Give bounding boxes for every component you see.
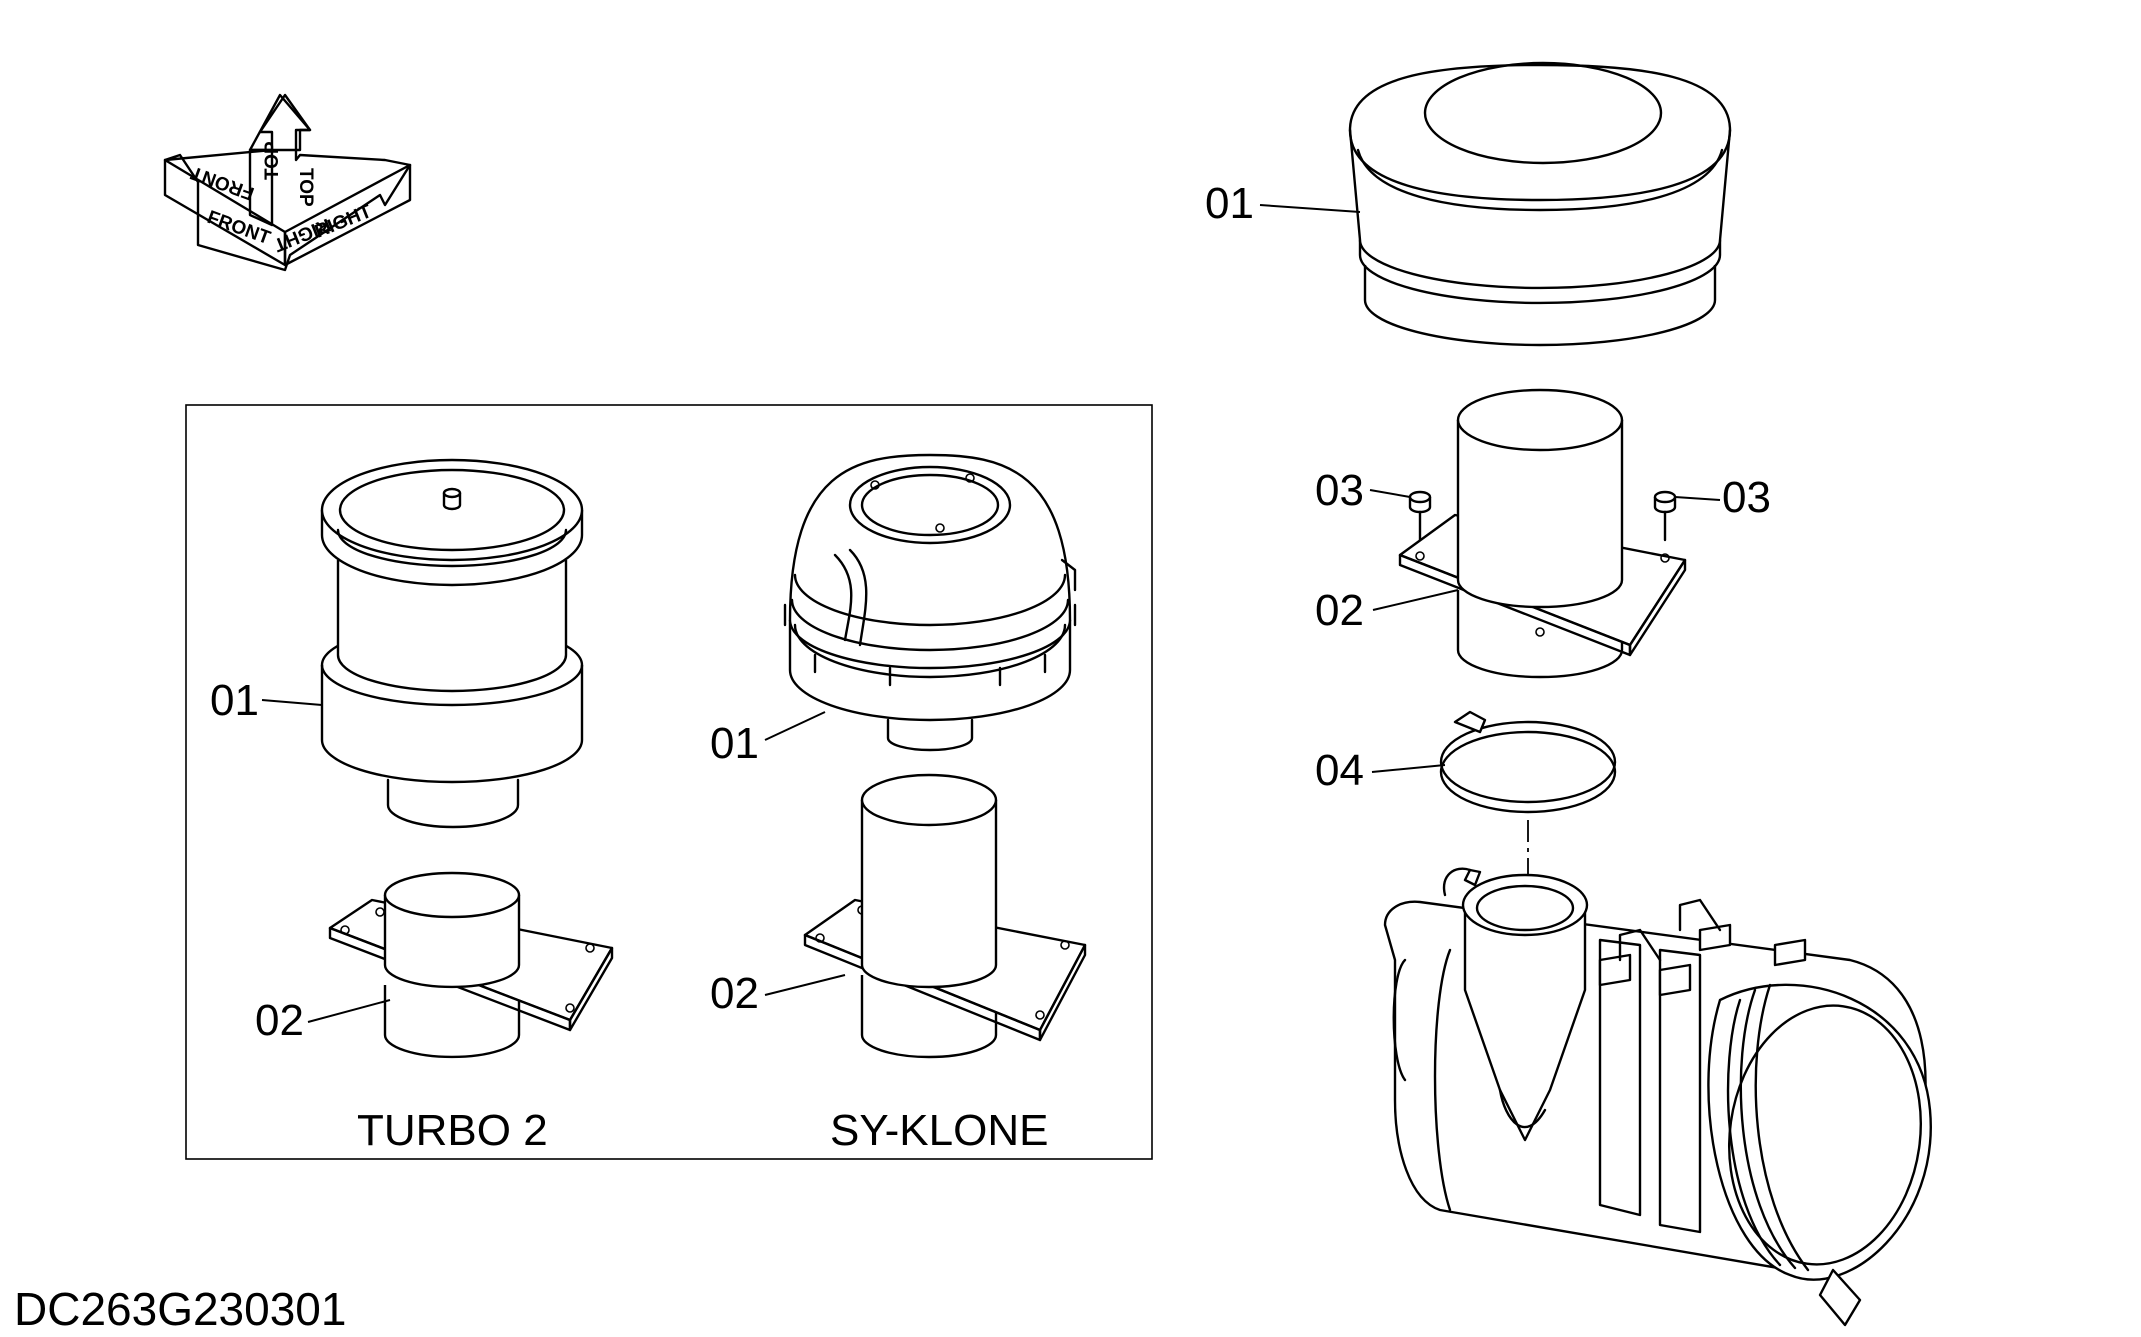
callout-main-01: 01 xyxy=(1205,179,1254,228)
callout-main-02: 02 xyxy=(1315,586,1364,635)
callout-syklone-02: 02 xyxy=(710,969,759,1018)
orientation-top-mirror-label: TOP xyxy=(262,141,283,180)
orientation-indicator: FRONT FRONT TOP TOP RIGHT RIGHT xyxy=(163,93,412,272)
callout-turbo2-01: 01 xyxy=(210,676,259,725)
air-cleaner-housing-part xyxy=(1383,867,1932,1327)
callout-syklone-01: 01 xyxy=(710,719,759,768)
turbo2-adapter-part xyxy=(328,871,614,1059)
callout-main-03-left: 03 xyxy=(1315,466,1364,515)
callout-main-04: 04 xyxy=(1315,746,1364,795)
main-bolt-right-part xyxy=(1653,490,1677,542)
main-clamp-part xyxy=(1439,710,1617,814)
leader-lines xyxy=(261,204,1721,1023)
caption-turbo2: TURBO 2 xyxy=(357,1106,548,1155)
callout-turbo2-02: 02 xyxy=(255,996,304,1045)
turbo2-precleaner-part xyxy=(320,458,584,829)
main-adapter-part xyxy=(1398,388,1687,679)
orientation-top-label: TOP xyxy=(295,168,316,207)
inset-frame xyxy=(185,404,1153,1160)
callout-main-03-right: 03 xyxy=(1722,473,1771,522)
main-cap-part xyxy=(1348,61,1732,347)
syklone-precleaner-part xyxy=(783,453,1077,752)
main-bolt-left-part xyxy=(1408,490,1432,542)
document-id: DC263G230301 xyxy=(14,1283,346,1335)
syklone-adapter-part xyxy=(803,773,1087,1059)
caption-syklone: SY-KLONE xyxy=(830,1106,1048,1155)
